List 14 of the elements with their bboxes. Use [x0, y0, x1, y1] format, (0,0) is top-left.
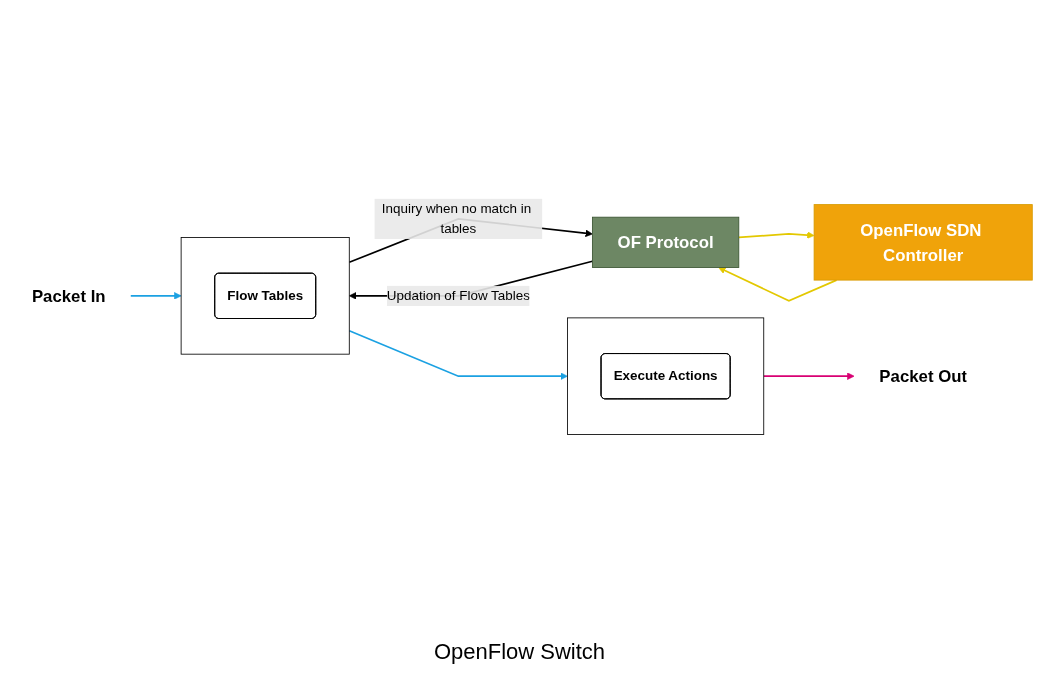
node-text: Packet Out — [879, 366, 968, 386]
caption: OpenFlow Switch — [433, 639, 606, 665]
arrow — [737, 231, 815, 239]
node-text: Packet In — [31, 286, 106, 305]
edge-label: Inquiry when no match in tables — [381, 201, 532, 236]
cluster — [180, 237, 350, 355]
node-box: OF Protocol — [592, 216, 740, 268]
arrow — [129, 292, 182, 300]
arrow — [348, 329, 568, 380]
cluster — [567, 317, 765, 435]
node-box: OpenFlow SDN Controller — [813, 204, 1033, 281]
arrow — [762, 372, 855, 380]
edge-label: Updation of Flow Tables — [386, 288, 530, 303]
arrow — [718, 266, 838, 302]
